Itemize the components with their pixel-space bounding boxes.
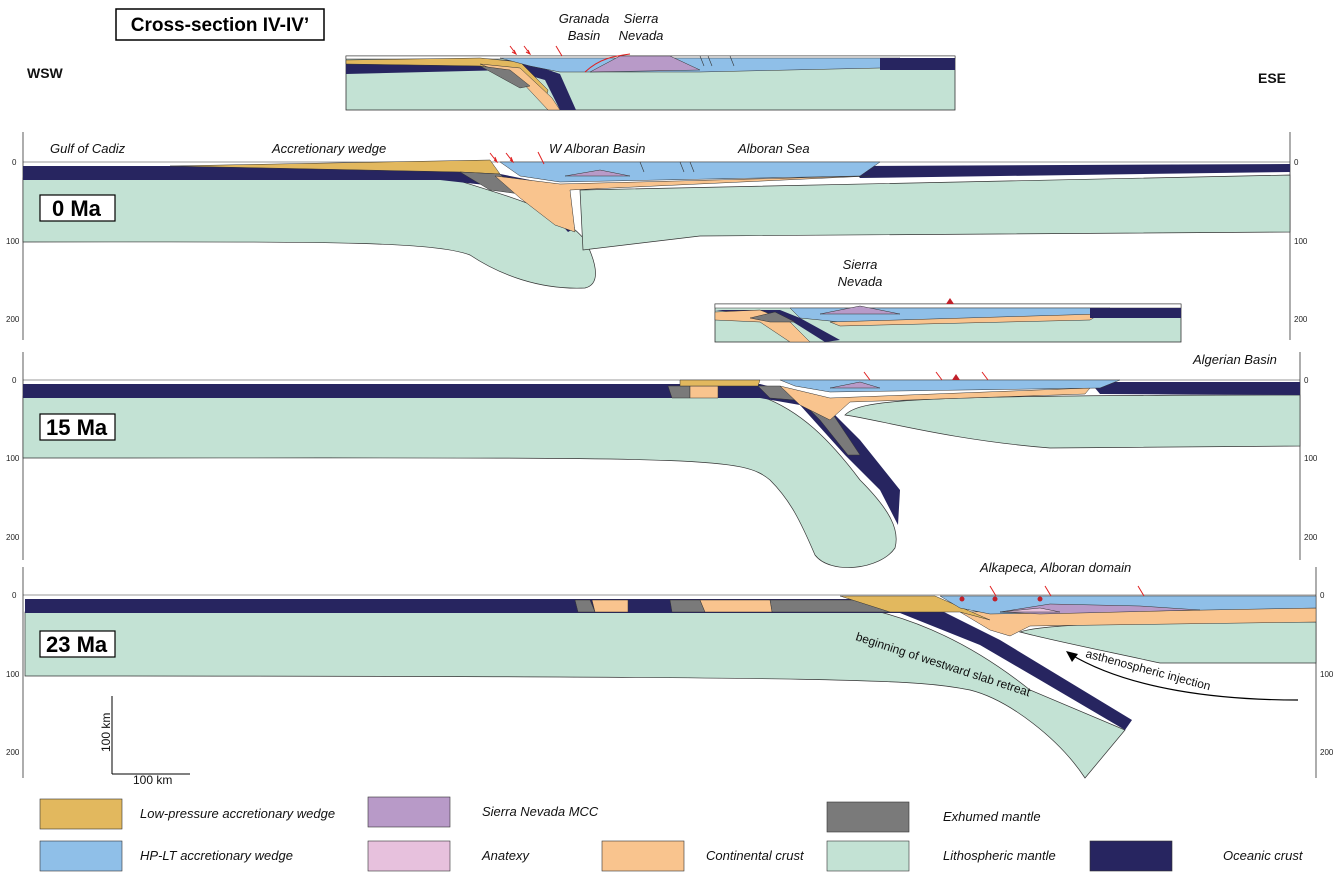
tick-15ma-left-200: 200 [6, 533, 20, 542]
label-gulf-of-cadiz: Gulf of Cadiz [50, 141, 126, 156]
panel-15ma: 15 Ma Algerian Basin 0 100 200 0 100 200 [6, 352, 1318, 568]
tick-23ma-left-200: 200 [6, 748, 20, 757]
legend-label-sierra-mcc: Sierra Nevada MCC [482, 804, 599, 819]
title-box: Cross-section IV-IV’ [115, 8, 325, 41]
scale-vertical-label: 100 km [99, 713, 113, 752]
legend: Low-pressure accretionary wedge HP-LT ac… [39, 796, 1304, 872]
scale-bar: 100 km 100 km [99, 696, 190, 787]
label-alkapeca: Alkapeca, Alboran domain [979, 560, 1131, 575]
legend-swatch-anatexy [367, 840, 451, 872]
label-accretionary-wedge: Accretionary wedge [271, 141, 386, 156]
tick-15ma-right-200: 200 [1304, 533, 1318, 542]
inset-granada-line1: Granada [559, 11, 610, 26]
tick-23ma-right-0: 0 [1320, 591, 1325, 600]
tick-0ma-right-100: 100 [1294, 237, 1308, 246]
diagram-title: Cross-section IV-IV’ [131, 15, 309, 36]
legend-label-anatexy: Anatexy [481, 848, 530, 863]
tick-0ma-right-200: 200 [1294, 315, 1308, 324]
age-label-15ma: 15 Ma [46, 415, 108, 440]
tick-0ma-left-0: 0 [12, 158, 17, 167]
tick-15ma-left-100: 100 [6, 454, 20, 463]
panel-0ma: 0 Ma Gulf of Cadiz Accretionary wedge W … [6, 132, 1308, 340]
tick-23ma-left-0: 0 [12, 591, 17, 600]
panel-23ma: 23 Ma Alkapeca, Alboran domain beginning… [6, 560, 1334, 787]
age-label-0ma: 0 Ma [52, 196, 102, 221]
inset-sierra-line2: Nevada [619, 28, 664, 43]
tick-23ma-left-100: 100 [6, 670, 20, 679]
inset-granada-line2: Basin [568, 28, 601, 43]
legend-swatch-sierra-mcc [367, 796, 451, 828]
inset-sierra-line1: Sierra [624, 11, 659, 26]
scale-horizontal-label: 100 km [133, 773, 172, 787]
legend-swatch-oceanic [1089, 840, 1173, 872]
wsw-label: WSW [27, 65, 64, 81]
legend-label-lith-mantle: Lithospheric mantle [943, 848, 1056, 863]
label-algerian-basin: Algerian Basin [1192, 352, 1277, 367]
tick-0ma-left-200: 200 [6, 315, 20, 324]
tick-15ma-right-100: 100 [1304, 454, 1318, 463]
legend-swatch-lith-mantle [826, 840, 910, 872]
ese-label: ESE [1258, 70, 1286, 86]
tick-15ma-left-0: 0 [12, 376, 17, 385]
legend-label-hp-wedge: HP-LT accretionary wedge [140, 848, 293, 863]
tick-23ma-right-100: 100 [1320, 670, 1334, 679]
legend-swatch-hp-wedge [39, 840, 123, 872]
tick-23ma-right-200: 200 [1320, 748, 1334, 757]
legend-swatch-lp-wedge [39, 798, 123, 830]
label-15ma-sierra-line2: Nevada [838, 274, 883, 289]
label-w-alboran-basin: W Alboran Basin [549, 141, 645, 156]
label-15ma-sierra-line1: Sierra [843, 257, 878, 272]
tick-15ma-right-0: 0 [1304, 376, 1309, 385]
tick-0ma-left-100: 100 [6, 237, 20, 246]
legend-swatch-exhumed [826, 801, 910, 833]
legend-label-cont-crust: Continental crust [706, 848, 805, 863]
label-alboran-sea: Alboran Sea [737, 141, 810, 156]
inset-top-section: Granada Basin Sierra Nevada [345, 11, 956, 111]
legend-label-lp-wedge: Low-pressure accretionary wedge [140, 806, 335, 821]
age-label-23ma: 23 Ma [46, 632, 108, 657]
legend-swatch-cont-crust [601, 840, 685, 872]
legend-label-exhumed: Exhumed mantle [943, 809, 1041, 824]
legend-label-oceanic: Oceanic crust [1223, 848, 1304, 863]
inset-middle-section: Sierra Nevada [714, 257, 1182, 343]
tick-0ma-right-0: 0 [1294, 158, 1299, 167]
